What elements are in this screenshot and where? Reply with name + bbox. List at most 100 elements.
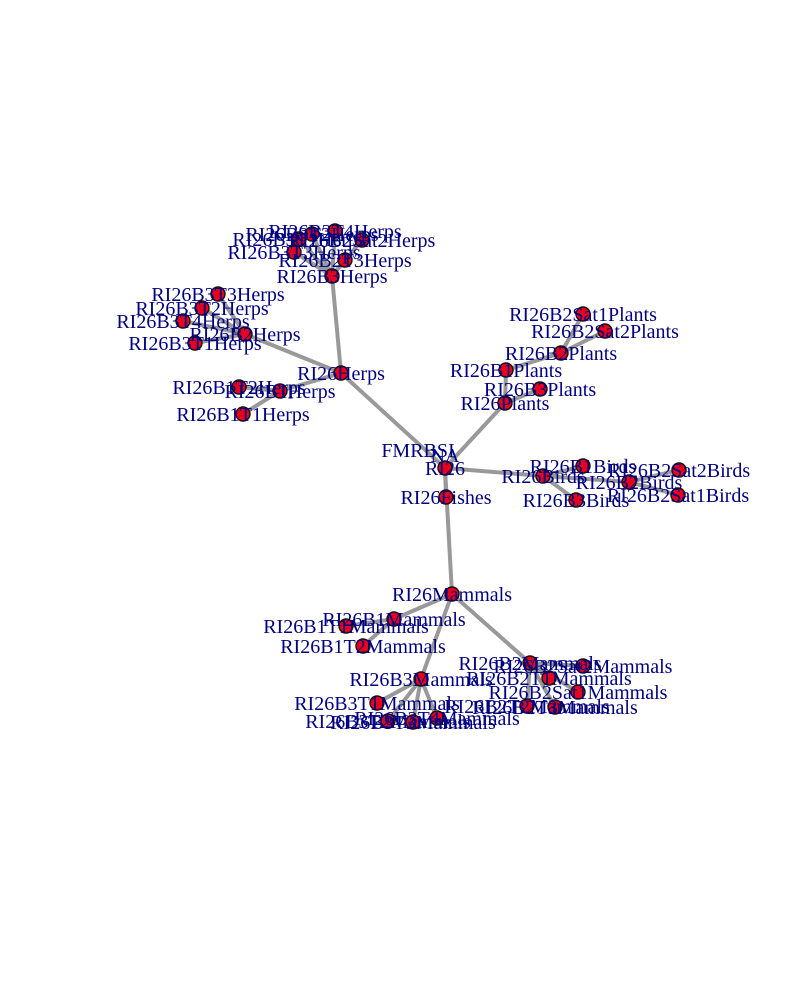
node-label-b3t3herps_top: RI26B3T3Herps: [227, 242, 361, 264]
node-label-b3plants: RI26B3Plants: [484, 379, 596, 401]
node-label-b3t1herps: RI26B3T1Herps: [128, 333, 262, 355]
node-b3t2herps_l: [194, 300, 210, 316]
node-b3t2herps: [304, 226, 320, 242]
node-label-b3herps: RI26B3Herps: [276, 266, 387, 288]
node-label-b1t2mammals: RI26B1T2Mammals: [280, 636, 446, 658]
node-label-b1plants: RI26B1Plants: [450, 360, 562, 382]
node-b1plants: [498, 362, 514, 378]
edge-b2herps-b3t2herps_l: [200, 306, 247, 336]
node-label-na: NA: [431, 445, 460, 467]
node-label-mammals: RI26Mammals: [392, 584, 512, 606]
node-b3birds: [568, 492, 584, 508]
node-b2t1mammals: [541, 670, 557, 686]
edge-b2plants-b2sat2plants: [559, 329, 607, 355]
node-label-b3t2herps: RI26B3T2Herps: [245, 224, 379, 246]
edge-b3mammals-b3t1mammals: [375, 677, 423, 705]
edge-b2herps-b3t3herps: [216, 292, 247, 336]
edge-mammals-b2mammals: [450, 592, 532, 665]
node-b2sat2birds: [671, 462, 687, 478]
node-label-b1t2herps: RI26B1T2Herps: [172, 377, 306, 399]
node-label-b3birds: RI26B3Birds: [523, 490, 630, 512]
node-label-b1mammals: RI26B1Mammals: [322, 609, 466, 631]
node-label-b2t3mammals: RI26B2T3Mammals: [472, 697, 638, 719]
node-b3t4herps_top: [327, 223, 343, 239]
edge-b2mammals-b2t3mammals: [528, 661, 557, 709]
edge-b3herps-b3t2herps: [310, 232, 334, 278]
node-b2t3herps: [337, 252, 353, 268]
edge-b2herps-b3t4herps: [181, 319, 247, 336]
edge-ri26-herps: [339, 371, 447, 470]
node-b2sat2mammals: [575, 658, 591, 674]
node-b3t2mammals: [380, 713, 396, 729]
node-b1t1herps: [235, 406, 251, 422]
edge-b1plants-b2plants: [504, 351, 563, 372]
node-label-b2sat2plants: RI26B2Sat2Plants: [531, 321, 679, 343]
node-label-b2mammals: RI26B2Mammals: [458, 653, 602, 675]
node-b2sat1mammals: [570, 684, 586, 700]
node-b3t3herps: [210, 286, 226, 302]
edge-ri26-mammals: [443, 466, 454, 596]
node-label-b3t3herps: RI26B3T3Herps: [151, 284, 285, 306]
node-b3mammals: [413, 671, 429, 687]
node-label-b3t4herps: RI26B3T4Herps: [116, 311, 250, 333]
node-mammals: [444, 586, 460, 602]
node-label-birds: RI26Birds: [501, 466, 585, 488]
node-b2t3mammals: [547, 699, 563, 715]
node-label-herps: RI26Herps: [297, 363, 385, 385]
node-b3t1herps_top: [291, 231, 307, 247]
node-b1t2mammals: [355, 638, 371, 654]
node-label-b1birds: RI26B1Birds: [530, 456, 637, 478]
node-b2t2mammals: [519, 698, 535, 714]
node-label-b3t3mammals: RI26B3T3Mammals: [330, 712, 496, 734]
node-label-b2t3herps: RI26B2T3Herps: [278, 250, 412, 272]
edge-mammals-b3mammals: [419, 592, 454, 681]
edge-b2birds-b2sat1birds: [627, 480, 680, 497]
node-b1t2herps: [231, 379, 247, 395]
edge-mammals-b1mammals: [392, 592, 454, 621]
node-label-b2sat2herps: RI26B2Sat2Herps: [289, 230, 436, 252]
node-b2plants: [553, 345, 569, 361]
node-b2sat2herps: [354, 232, 370, 248]
node-b3t1mammals: [369, 695, 385, 711]
node-label-b1t1mammals: RI26B1T1Mammals: [263, 616, 429, 638]
edge-b2birds-b2sat2birds: [627, 468, 681, 484]
edge-b2herps-b3t1herps: [193, 332, 247, 345]
node-label-b1herps: RI26B1Herps: [224, 381, 335, 403]
node-label-fishes: RI26Fishes: [400, 487, 491, 509]
node-label-b2sat1birds: RI26B2Sat1Birds: [607, 485, 749, 507]
node-b3t1herps: [187, 335, 203, 351]
edge-b1mammals-b1t1mammals: [344, 617, 396, 628]
node-label-b3t1mammals: RI26B3T1Mammals: [294, 693, 460, 715]
node-label-b3mammals: RI26B3Mammals: [349, 669, 493, 691]
node-plants: [497, 395, 513, 411]
node-b3t3mammals: [405, 714, 421, 730]
node-label-b2sat2mammals: RI26B2Sat2Mammals: [494, 656, 673, 678]
node-b1mammals: [386, 611, 402, 627]
node-b2sat1plants: [575, 306, 591, 322]
node-ri26: [437, 460, 453, 476]
node-b2birds: [621, 474, 637, 490]
node-b3t4herps: [175, 313, 191, 329]
node-fishes: [438, 489, 454, 505]
edge-ri26-birds: [443, 466, 545, 478]
node-label-plants: RI26Plants: [461, 393, 550, 415]
node-label-b3t1herps_top: RI26B3T1Herps: [232, 229, 366, 251]
node-label-b3t4mammals: RI26B3T4Mammals: [354, 708, 520, 730]
node-label-b3t4herps_top: RI26B3T4Herps: [268, 221, 402, 243]
edge-herps-b3herps: [330, 274, 343, 375]
edge-ri26-plants: [443, 401, 507, 470]
node-b1herps: [272, 383, 288, 399]
node-label-fmrbsi: FMRBSI: [381, 440, 454, 462]
node-b2sat2plants: [597, 323, 613, 339]
node-label-b2sat1mammals: RI26B2Sat1Mammals: [489, 682, 668, 704]
node-birds: [535, 468, 551, 484]
node-b3herps: [324, 268, 340, 284]
edge-b3mammals-b3t2mammals: [386, 677, 423, 723]
node-label-ri26: RI26: [425, 458, 465, 480]
node-herps: [333, 365, 349, 381]
node-b2mammals: [522, 655, 538, 671]
node-label-b3t2mammals: RI26B3T2Mammals: [305, 711, 471, 733]
edge-herps-b2herps: [243, 332, 343, 375]
